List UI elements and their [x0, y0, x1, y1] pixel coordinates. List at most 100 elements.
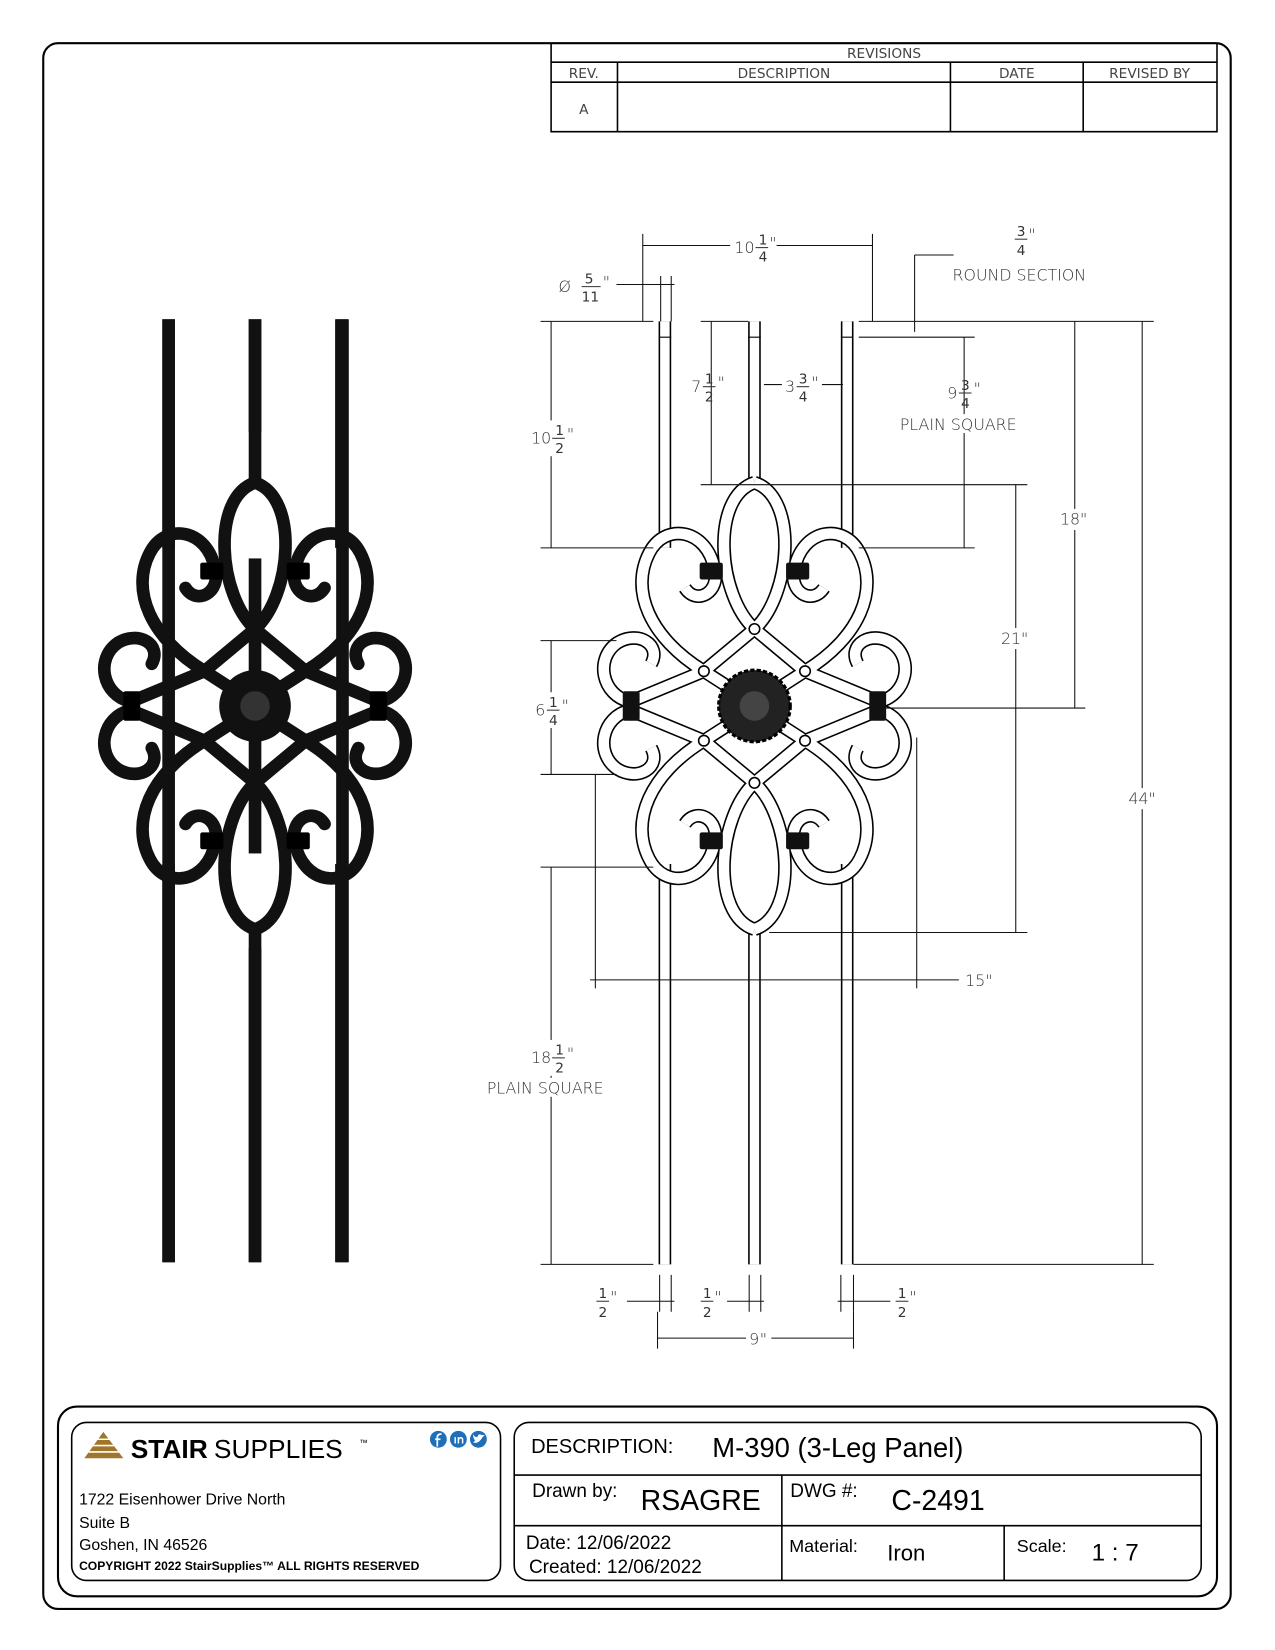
- facebook-icon[interactable]: [429, 1430, 447, 1448]
- svg-text:5: 5: [585, 271, 594, 287]
- panel-dimension-view: 10 1 4 " Ø 5 11 " 3 4 " ROUND SECTION 7 …: [484, 224, 1156, 1350]
- svg-text:": ": [562, 696, 569, 715]
- svg-text:1: 1: [549, 695, 558, 711]
- svg-text:7: 7: [691, 377, 701, 396]
- svg-text:": ": [714, 1287, 721, 1306]
- svg-text:18: 18: [1060, 510, 1080, 529]
- svg-text:ROUND SECTION: ROUND SECTION: [953, 265, 1087, 284]
- date: Date: 12/06/2022: [526, 1533, 671, 1554]
- dim-scroll-width: 15 ": [965, 971, 992, 990]
- svg-text:": ": [811, 373, 818, 392]
- svg-text:2: 2: [703, 1305, 712, 1321]
- address-line-3: Goshen, IN 46526: [79, 1537, 207, 1554]
- svg-text:STAIR: STAIR: [131, 1434, 208, 1464]
- dim-overall-width: 10 1 4 ": [730, 229, 777, 265]
- dim-side-scroll: 6 1 4 ": [532, 692, 571, 729]
- svg-text:PLAIN SQUARE: PLAIN SQUARE: [900, 415, 1017, 434]
- svg-text:21: 21: [1001, 629, 1021, 648]
- address-line-1: 1722 Eisenhower Drive North: [79, 1492, 285, 1509]
- created-date: Created: 12/06/2022: [529, 1557, 702, 1578]
- description-label: DESCRIPTION:: [531, 1436, 673, 1458]
- panel-render-view: [104, 319, 405, 1263]
- copyright: COPYRIGHT 2022 StairSupplies™ ALL RIGHTS…: [79, 1559, 420, 1573]
- drawn-by-label: Drawn by:: [532, 1481, 617, 1502]
- svg-text:10: 10: [531, 429, 551, 448]
- dim-bar-right: 1 2 ": [895, 1286, 917, 1321]
- dim-top-upper: 7 1 2 ": [691, 372, 725, 406]
- dim-44: 44 ": [1126, 788, 1156, 810]
- svg-text:1: 1: [705, 372, 714, 388]
- dimension-lines: [540, 233, 1154, 1349]
- svg-text:": ": [909, 1287, 916, 1306]
- dim-18: 18 ": [1057, 508, 1087, 530]
- svg-text:2: 2: [599, 1305, 608, 1321]
- dim-plain-square-bottom: 18 1 2 " PLAIN SQUARE: [484, 1039, 620, 1098]
- svg-text:": ": [760, 1329, 767, 1348]
- svg-text:10: 10: [734, 238, 754, 257]
- svg-text:4: 4: [799, 389, 808, 405]
- svg-text:1: 1: [555, 1043, 564, 1059]
- svg-text:": ": [769, 234, 776, 253]
- rev-value: A: [579, 102, 589, 118]
- svg-text:": ": [718, 373, 725, 392]
- svg-text:1: 1: [599, 1286, 608, 1302]
- revised-by-header: REVISED BY: [1109, 66, 1190, 82]
- svg-text:15: 15: [965, 971, 985, 990]
- dim-round-section: 3 4 " ROUND SECTION: [953, 224, 1087, 284]
- svg-text:6: 6: [535, 700, 545, 719]
- dim-21: 21 ": [998, 627, 1028, 650]
- svg-text:18: 18: [531, 1048, 551, 1067]
- svg-text:": ": [567, 1044, 574, 1063]
- scale-label: Scale:: [1017, 1536, 1067, 1556]
- svg-text:PLAIN SQUARE: PLAIN SQUARE: [487, 1079, 604, 1098]
- svg-text:4: 4: [549, 713, 558, 729]
- svg-text:3: 3: [961, 378, 970, 394]
- svg-text:": ": [610, 1287, 617, 1306]
- svg-text:": ": [567, 424, 574, 443]
- social-links: [429, 1430, 487, 1448]
- svg-text:": ": [974, 379, 981, 398]
- svg-text:1: 1: [759, 232, 768, 248]
- revisions-table: REVISIONS REV. DESCRIPTION DATE REVISED …: [550, 43, 1218, 133]
- svg-text:™: ™: [359, 1438, 367, 1448]
- scale-value: 1 : 7: [1092, 1539, 1139, 1566]
- dim-bar-left: 1 2 ": [596, 1286, 617, 1321]
- svg-text:4: 4: [1017, 243, 1026, 259]
- svg-text:11: 11: [582, 289, 599, 305]
- svg-text:44: 44: [1128, 789, 1148, 808]
- svg-text:": ": [1080, 510, 1087, 529]
- svg-text:3: 3: [785, 377, 795, 396]
- description-value: M-390 (3-Leg Panel): [712, 1432, 963, 1463]
- dim-bar-mid: 1 2 ": [700, 1286, 722, 1321]
- svg-text:1: 1: [555, 423, 564, 439]
- svg-text:": ": [603, 273, 610, 292]
- date-header: DATE: [999, 66, 1035, 82]
- svg-text:": ": [1028, 225, 1035, 244]
- dim-left-top: 10 1 2 ": [527, 420, 577, 457]
- svg-text:4: 4: [759, 249, 768, 265]
- dim-leg-spacing: 3 3 4 ": [781, 368, 822, 405]
- svg-text:2: 2: [898, 1305, 907, 1321]
- dim-diameter: Ø 5 11 ": [558, 271, 610, 305]
- rev-header: REV.: [569, 66, 599, 82]
- dim-bottom-span: 9 ": [746, 1328, 772, 1350]
- dwg-label: DWG #:: [790, 1481, 857, 1502]
- svg-text:2: 2: [705, 389, 714, 405]
- twitter-icon[interactable]: [469, 1430, 487, 1448]
- svg-text:Ø: Ø: [558, 277, 570, 296]
- dim-plain-square-top: 9 3 4 " PLAIN SQUARE: [898, 378, 1030, 434]
- svg-text:2: 2: [555, 441, 564, 457]
- svg-text:": ": [1149, 789, 1156, 808]
- address-line-2: Suite B: [79, 1515, 130, 1532]
- linkedin-icon[interactable]: [449, 1430, 467, 1448]
- svg-text:3: 3: [799, 372, 808, 388]
- material-value: Iron: [887, 1540, 925, 1565]
- svg-text:9: 9: [947, 383, 957, 402]
- drawn-by-value: RSAGRE: [641, 1485, 761, 1517]
- svg-text:1: 1: [898, 1286, 907, 1302]
- svg-text:1: 1: [703, 1286, 712, 1302]
- company-logo: STAIR SUPPLIES ™: [84, 1431, 368, 1464]
- svg-text:": ": [985, 971, 992, 990]
- svg-text:SUPPLIES: SUPPLIES: [214, 1434, 343, 1464]
